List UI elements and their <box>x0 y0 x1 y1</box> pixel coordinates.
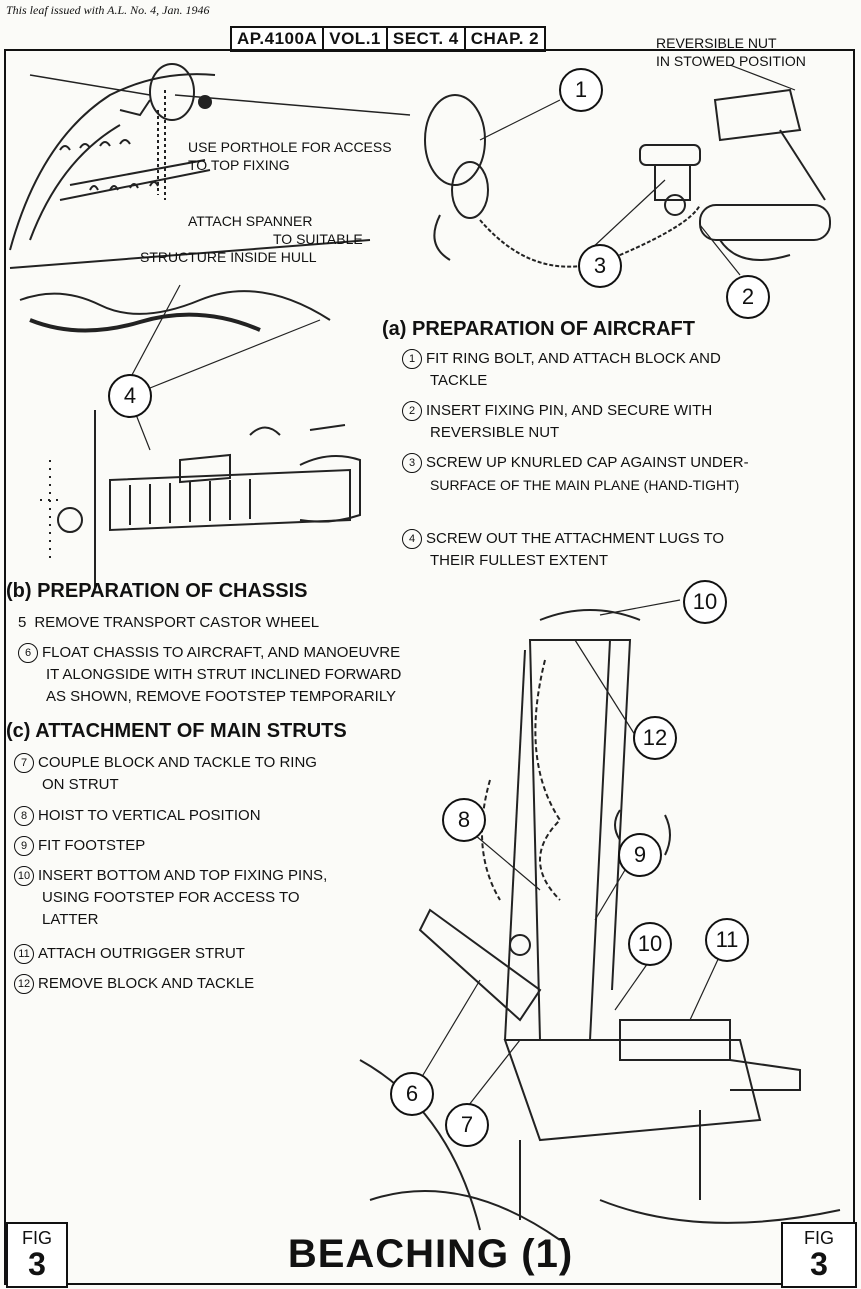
step-text: COUPLE BLOCK AND TACKLE TO RING <box>38 754 317 771</box>
hull-illustration <box>9 63 411 333</box>
callout-9: 9 <box>618 833 662 877</box>
step-number: 1 <box>402 349 422 370</box>
step-text: THEIR FULLEST EXTENT <box>430 552 609 569</box>
step-text: INSERT FIXING PIN, AND SECURE WITH <box>426 402 713 419</box>
attachment-lug-illustration <box>40 410 361 590</box>
step-number: 11 <box>14 944 34 965</box>
callout-1: 1 <box>559 68 603 112</box>
step-text: AS SHOWN, REMOVE FOOTSTEP TEMPORARILY <box>46 688 397 705</box>
spanner-line-2: TO SUITABLE <box>273 231 363 247</box>
fig-number-left: 3 <box>28 1246 46 1282</box>
page-frame <box>4 49 855 1285</box>
step-text: USING FOOTSTEP FOR ACCESS TO <box>42 889 300 906</box>
ref-sect: SECT. 4 <box>388 28 466 50</box>
page-title: BEACHING (1) <box>287 1232 574 1276</box>
ring-bolt-illustration <box>424 88 831 268</box>
reversible-nut-note: REVERSIBLE NUT IN STOWED POSITION <box>656 34 806 70</box>
spanner-line-1: ATTACH SPANNER <box>188 213 313 229</box>
chassis-illustration <box>359 609 841 1241</box>
step-text: SCREW OUT THE ATTACHMENT LUGS TO <box>426 530 725 547</box>
fig-box-left: FIG 3 <box>6 1222 68 1288</box>
callout-8: 8 <box>442 798 486 842</box>
step-number: 12 <box>14 974 34 995</box>
porthole-line-1: USE PORTHOLE FOR ACCESS <box>188 139 392 155</box>
porthole-note: USE PORTHOLE FOR ACCESS TO TOP FIXING <box>188 138 392 174</box>
callout-10-bottom: 10 <box>628 922 672 966</box>
leader-lines <box>124 64 796 1111</box>
step-number: 3 <box>402 453 422 474</box>
ref-chap: CHAP. 2 <box>470 29 540 48</box>
fig-box-right: FIG 3 <box>781 1222 857 1288</box>
step-number: 4 <box>402 529 422 550</box>
step-text: REVERSIBLE NUT <box>430 424 560 441</box>
step-number: 7 <box>14 753 34 774</box>
step-number: 9 <box>14 836 34 857</box>
section-b-step-5: 5 REMOVE TRANSPORT CASTOR WHEEL <box>18 612 319 634</box>
callout-6: 6 <box>390 1072 434 1116</box>
step-text: ON STRUT <box>42 776 119 793</box>
step-text: TACKLE <box>430 372 488 389</box>
step-number: 5 <box>18 614 27 631</box>
fig-number-right: 3 <box>810 1246 828 1282</box>
callout-4: 4 <box>108 374 152 418</box>
step-text: FLOAT CHASSIS TO AIRCRAFT, AND MANOEUVRE <box>42 644 401 661</box>
section-a-heading: (a) PREPARATION OF AIRCRAFT <box>382 318 695 340</box>
step-text: IT ALONGSIDE WITH STRUT INCLINED FORWARD <box>46 666 402 683</box>
step-text: LATTER <box>42 911 99 928</box>
callout-11: 11 <box>705 918 749 962</box>
step-number: 6 <box>18 643 38 664</box>
section-b-heading: (b) PREPARATION OF CHASSIS <box>6 580 308 602</box>
step-text: SURFACE OF THE MAIN PLANE (HAND-TIGHT) <box>430 477 740 493</box>
reversible-nut-line-1: REVERSIBLE NUT <box>656 35 777 51</box>
ref-ap: AP.4100A <box>232 28 325 50</box>
porthole-line-2: TO TOP FIXING <box>188 157 290 173</box>
spanner-note: ATTACH SPANNER TO SUITABLE STRUCTURE INS… <box>140 212 368 266</box>
step-text: FIT FOOTSTEP <box>38 837 146 854</box>
reversible-nut-line-2: IN STOWED POSITION <box>656 53 806 69</box>
callout-12: 12 <box>633 716 677 760</box>
ref-vol: VOL.1 <box>324 28 388 50</box>
callout-7: 7 <box>445 1103 489 1147</box>
callout-10-top: 10 <box>683 580 727 624</box>
callout-2: 2 <box>726 275 770 319</box>
fig-label-right: FIG <box>804 1228 834 1248</box>
fig-label-left: FIG <box>22 1228 52 1248</box>
section-c-heading: (c) ATTACHMENT OF MAIN STRUTS <box>6 720 347 742</box>
step-number: 8 <box>14 806 34 827</box>
step-text: HOIST TO VERTICAL POSITION <box>38 807 261 824</box>
spanner-line-3: STRUCTURE INSIDE HULL <box>140 249 317 265</box>
step-text: REMOVE BLOCK AND TACKLE <box>38 975 255 992</box>
step-text: INSERT BOTTOM AND TOP FIXING PINS, <box>38 867 328 884</box>
reference-box: AP.4100A VOL.1 SECT. 4 CHAP. 2 <box>230 26 547 52</box>
step-text: FIT RING BOLT, AND ATTACH BLOCK AND <box>426 350 721 367</box>
step-number: 2 <box>402 401 422 422</box>
issued-note: This leaf issued with A.L. No. 4, Jan. 1… <box>6 3 210 17</box>
step-text: ATTACH OUTRIGGER STRUT <box>38 945 245 962</box>
step-text: SCREW UP KNURLED CAP AGAINST UNDER- <box>426 454 749 471</box>
callout-3: 3 <box>578 244 622 288</box>
step-text: REMOVE TRANSPORT CASTOR WHEEL <box>34 614 320 631</box>
step-number: 10 <box>14 866 34 887</box>
